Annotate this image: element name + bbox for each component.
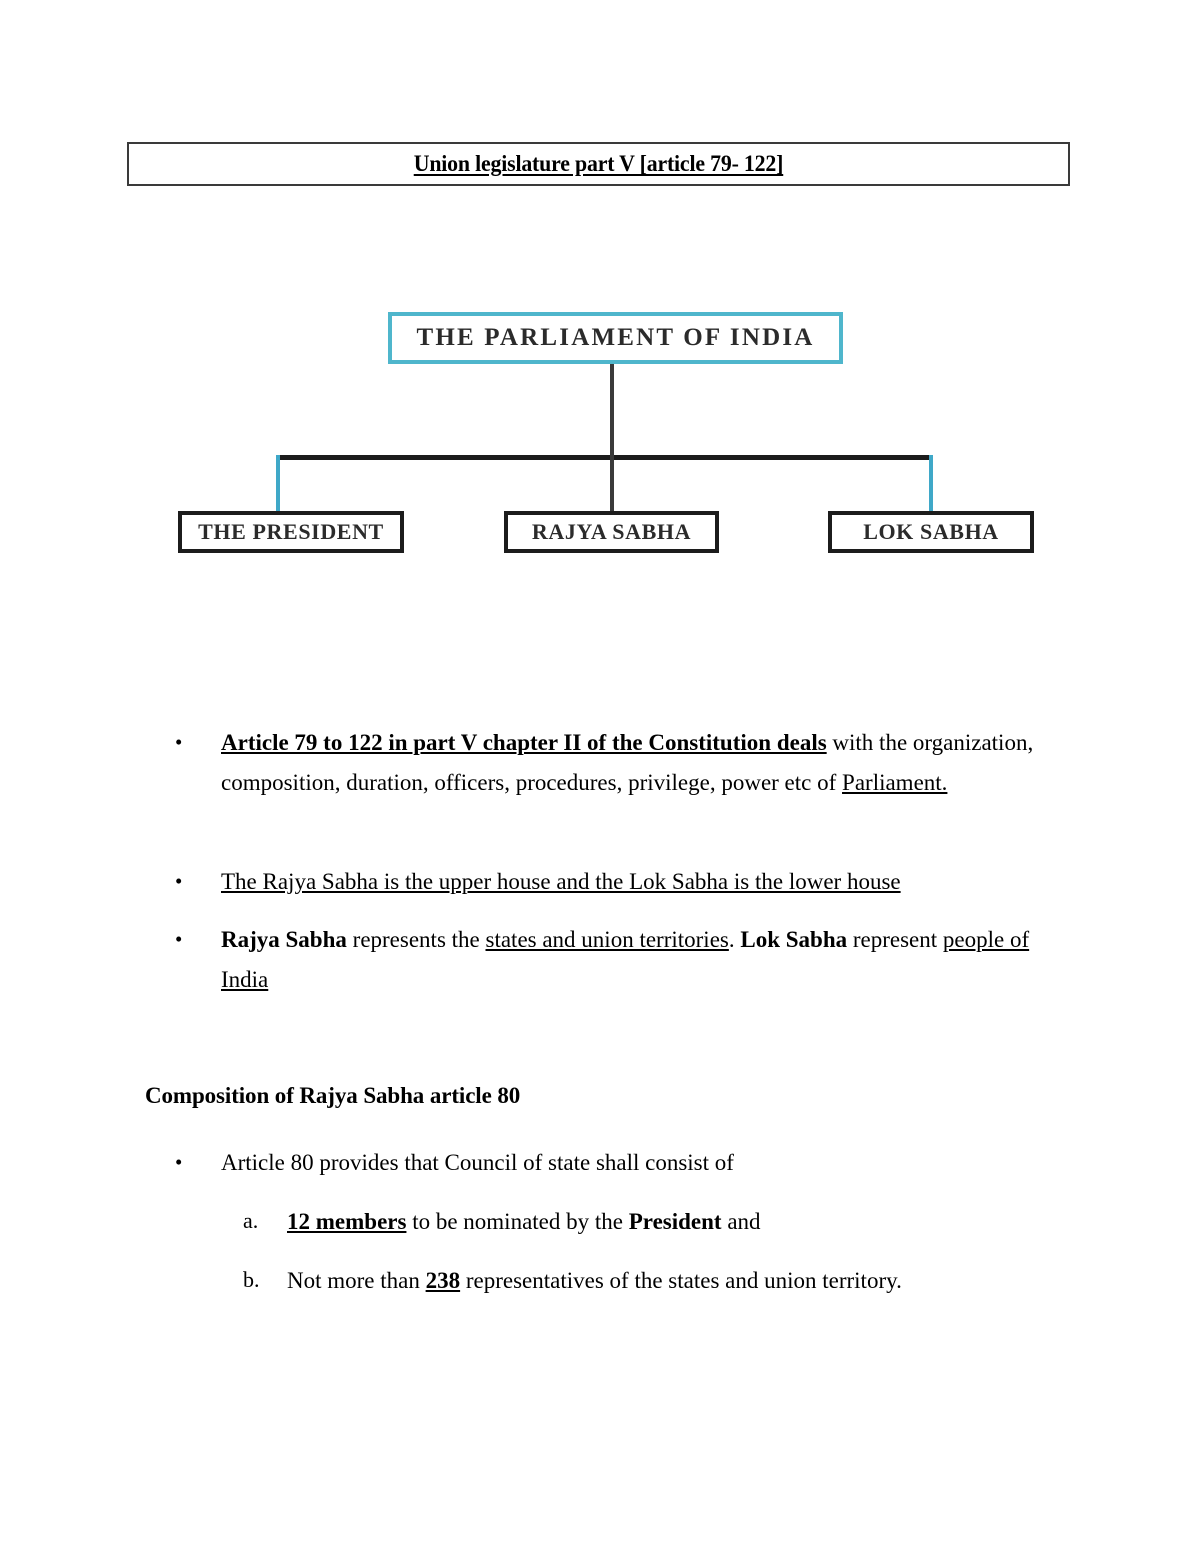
connector-drop-rajya-sabha xyxy=(610,455,614,513)
list-item: • The Rajya Sabha is the upper house and… xyxy=(175,862,1065,902)
sub-list-text: 12 members to be nominated by the Presid… xyxy=(287,1209,761,1234)
chart-node-parliament: THE PARLIAMENT OF INDIA xyxy=(388,312,843,364)
bullet-text: Rajya Sabha represents the states and un… xyxy=(221,927,1030,992)
bullet-text: Article 80 provides that Council of stat… xyxy=(221,1150,734,1175)
sub-list-text: Not more than 238 representatives of the… xyxy=(287,1268,902,1293)
sub-list-marker: a. xyxy=(243,1208,259,1233)
bullet-marker: • xyxy=(175,730,183,754)
sub-list-marker: b. xyxy=(243,1267,260,1292)
connector-horizontal-bus xyxy=(276,455,933,460)
chart-node-parliament-label: THE PARLIAMENT OF INDIA xyxy=(416,324,815,351)
bullet-text: Article 79 to 122 in part V chapter II o… xyxy=(221,730,1034,795)
chart-node-rajya-sabha: RAJYA SABHA xyxy=(504,511,719,553)
chart-node-rajya-sabha-label: RAJYA SABHA xyxy=(531,519,692,544)
list-item: • Article 80 provides that Council of st… xyxy=(175,1143,1055,1183)
parliament-org-chart: THE PARLIAMENT OF INDIA THE PRESIDENT RA… xyxy=(0,0,1200,620)
bullet-text: The Rajya Sabha is the upper house and t… xyxy=(221,869,901,894)
bullet-marker: • xyxy=(175,1150,183,1174)
connector-root-stem xyxy=(610,363,614,459)
connector-drop-president xyxy=(276,455,280,513)
list-item: • Rajya Sabha represents the states and … xyxy=(175,920,1070,1000)
page-title: Union legislature part V [article 79- 12… xyxy=(413,151,784,176)
document-title-box: Union legislature part V [article 79- 12… xyxy=(127,142,1070,186)
list-item: • Article 79 to 122 in part V chapter II… xyxy=(175,723,1065,803)
connector-drop-lok-sabha xyxy=(929,455,933,513)
sub-list-item: a. 12 members to be nominated by the Pre… xyxy=(243,1202,1043,1242)
chart-node-lok-sabha: LOK SABHA xyxy=(828,511,1034,553)
bullet-marker: • xyxy=(175,869,183,893)
sub-list-item: b. Not more than 238 representatives of … xyxy=(243,1261,1053,1301)
bullet-marker: • xyxy=(175,927,183,951)
chart-node-president: THE PRESIDENT xyxy=(178,511,404,553)
chart-node-lok-sabha-label: LOK SABHA xyxy=(863,519,999,544)
section-heading: Composition of Rajya Sabha article 80 xyxy=(145,1083,521,1108)
chart-node-president-label: THE PRESIDENT xyxy=(198,519,384,544)
